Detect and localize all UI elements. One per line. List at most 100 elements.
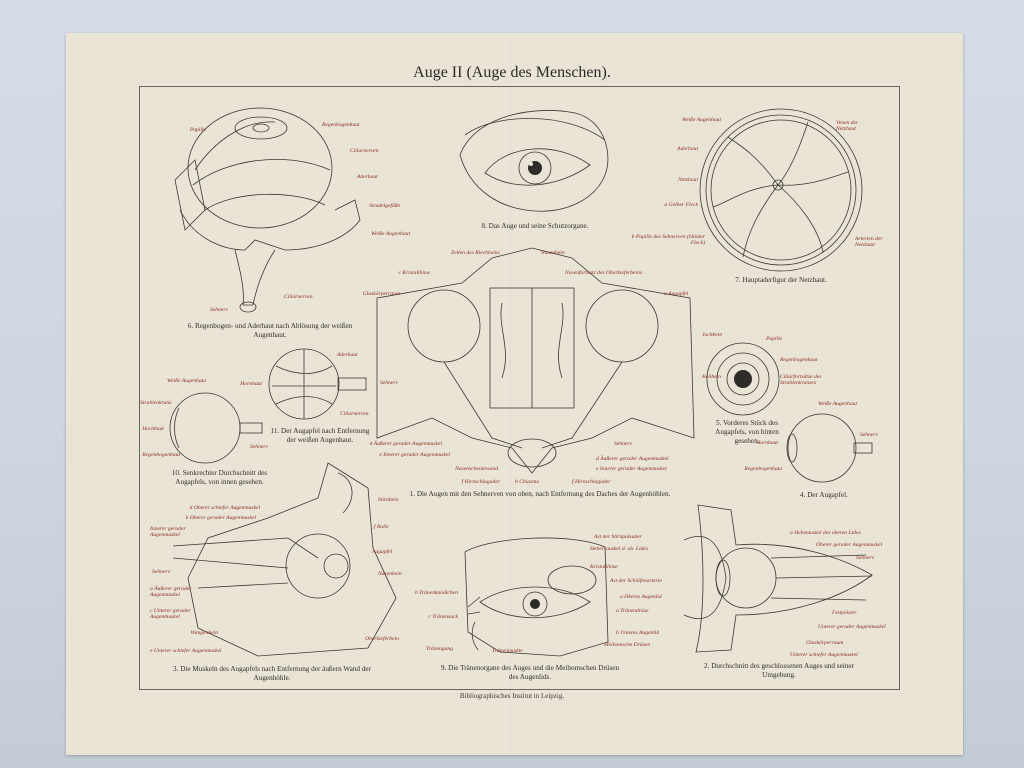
fig4-label: Sehnerv [860, 432, 879, 438]
fig9-label: Ast der Stirnpulsader [594, 534, 642, 540]
fig1-label: c Kristalllinse [398, 270, 430, 276]
fig3-label: Sehnerv [151, 569, 170, 575]
fig7-caption: 7. Hauptaderfigur der Netzhaut. [735, 276, 827, 284]
fig6-label: Ciliarnerven [284, 294, 313, 300]
fig2-label: Glaskörperraum [806, 640, 844, 646]
center-fold [510, 33, 512, 755]
fig1-label: f Hirnschlagader [461, 479, 500, 485]
fig6-label: Ciliarnerven [350, 148, 379, 154]
fig3-label: b Oberer gerader Augenmuskel [185, 515, 256, 521]
fig1-label: Sehnerv [380, 380, 399, 386]
fig7-label: Aderhaut [677, 146, 698, 152]
fig9-label: c Tränensack [428, 614, 458, 620]
fig6-label: Regenbogenhaut [322, 122, 360, 128]
fig9-label: Kristalllinse [590, 564, 618, 570]
publisher-imprint: Bibliographisches Institut in Leipzig. [459, 692, 565, 700]
fig6-label: Strudelgefäße [369, 203, 401, 209]
plate-frame [139, 86, 900, 690]
fig3-label: Oberkieferbein [365, 636, 399, 642]
fig7-label: a Gelber Fleck [664, 202, 698, 208]
fig2-caption: 2. Durchschnitt des geschlossenen Auges … [704, 662, 854, 679]
fig2-label: a Hebemuskel des oberen Lides [790, 530, 861, 536]
fig5-label: Ciliarfortsätze des Strahlenkranzes [780, 374, 822, 387]
fig1-label: f Hirnschlagader [572, 479, 611, 485]
fig9-label: Heberrauskel d. ob. Lides [590, 546, 648, 552]
fig6-illustration [174, 107, 361, 313]
fig1-label: e Innerer gerader Augenmuskel [379, 452, 450, 458]
fig6-label: Sehnerv [209, 307, 228, 313]
fig10-label: Weiße Augenhaut [167, 378, 206, 384]
fig2-label: Sehnerv [856, 555, 875, 561]
fig1-label: Keilbein [702, 374, 721, 380]
fig1-label: Zellen des Riechbeins [451, 250, 500, 256]
fig11-label: Ciliarnerven [340, 411, 369, 417]
fig8-illustration [459, 110, 609, 212]
fig3-label: e Unterer schiefer Augenmuskel [150, 648, 222, 654]
fig10-label: Hornhaut [142, 426, 164, 432]
print-sheet [66, 33, 963, 755]
fig10-label: Strahlenkranz [140, 400, 172, 406]
fig10-label: Regenbogenhaut [142, 452, 180, 458]
fig5-label: Pupille [766, 336, 783, 342]
fig1-label: Nasenfortsatz des Oberkieferbeins [565, 270, 643, 276]
fig9-label: Meibomsche Drüsen [604, 642, 651, 648]
fig11-illustration [268, 348, 367, 420]
fig1-label: Nasenscheidewand [455, 466, 498, 472]
fig9-label: b Tränenkanälchen [414, 590, 458, 596]
fig6-label: Pupille [189, 127, 206, 133]
fig9-label: Ast der Schläfenarterie [610, 578, 662, 584]
fig1-illustration [376, 247, 695, 474]
plate-title: Auge II (Auge des Menschen). [413, 64, 611, 81]
fig3-label: Augapfel [372, 549, 393, 555]
fig6-caption: 6. Regenbogen- und Aderhaut nach Ablösun… [187, 322, 353, 339]
fig9-label: Tränengang [425, 646, 453, 652]
fig9-label: Tränenpunkte [492, 648, 523, 654]
fig7-label: b Pupille des Sehnerven (blinder Fleck) [631, 234, 705, 247]
fig3-label: c Unterer gerader Augenmuskel [150, 608, 191, 621]
fig10-illustration [169, 392, 263, 464]
fig7-label: Arterien der Netzhaut [855, 236, 883, 249]
fig7-illustration [699, 108, 863, 272]
fig3-label: d Oberer schiefer Augenmuskel [189, 505, 260, 511]
fig3-label: Innerer gerader Augenmuskel [150, 526, 186, 539]
fig4-caption: 4. Der Augapfel. [800, 491, 848, 499]
fig10-label: Sehnerv [250, 444, 269, 450]
fig4-label: Regenbogenhaut [744, 466, 782, 472]
fig1-caption: 1. Die Augen mit den Sehnerven von oben,… [409, 490, 671, 498]
fig6-label: Weiße Augenhaut [371, 231, 410, 237]
fig6-label: Aderhaut [357, 174, 378, 180]
fig8-caption: 8. Das Auge und seine Schutzorgane. [481, 222, 589, 230]
fig1-label: Sehnerv [614, 441, 633, 447]
fig7-label: Netzhaut [678, 177, 698, 183]
fig3-label: f Rolle [374, 524, 389, 530]
fig3-label: Stirnbein [378, 497, 399, 503]
fig3-illustration [172, 462, 397, 657]
fig1-label: a Augapfel [664, 291, 689, 297]
fig5-caption: 5. Vorderes Stück des Augapfels, von hin… [715, 419, 779, 445]
fig4-label: Weiße Augenhaut [818, 401, 857, 407]
fig1-label: d Äußerer gerader Augenmuskel [596, 456, 669, 462]
fig7-label: Venen der Netzhaut [836, 120, 859, 133]
fig1-label: d Äußerer gerader Augenmuskel [369, 441, 442, 447]
fig3-label: a Äußerer gerader Augenmuskel [150, 586, 192, 599]
fig9-illustration [464, 537, 609, 657]
fig9-label: a Tränendrüse [616, 608, 649, 614]
fig11-caption: 11. Der Augapfel nach Entfernung der wei… [270, 427, 370, 444]
fig4-label: Hornhaut [756, 440, 778, 446]
fig1-label: Glaskörperraum [362, 291, 400, 297]
fig9-label: a Oberes Augenlid [620, 594, 662, 600]
fig11-label: Hornhaut [240, 381, 262, 387]
fig2-label: Oberer gerader Augenmuskel [816, 542, 883, 548]
fig9-label: b Unteres Augenlid [616, 630, 660, 636]
fig10-caption: 10. Senkrechter Durchschnitt des Augapfe… [171, 469, 268, 486]
fig1-label: e Innerer gerader Augenmuskel [596, 466, 667, 472]
fig2-label: Unterer gerader Augenmuskel [818, 624, 886, 630]
fig2-illustration [683, 504, 873, 653]
fig7-label: Weiße Augenhaut [682, 117, 721, 123]
fig3-caption: 3. Die Muskeln des Augapfels nach Entfer… [173, 665, 371, 682]
fig1-label: b Chiasma [515, 479, 540, 485]
fig1-label: Jochbein [702, 332, 723, 338]
fig3-label: Wangenbein [190, 630, 218, 636]
fig9-caption: 9. Die Tränenorgane des Auges und die Me… [440, 664, 620, 681]
fig1-label: Nasenbein [541, 250, 565, 256]
